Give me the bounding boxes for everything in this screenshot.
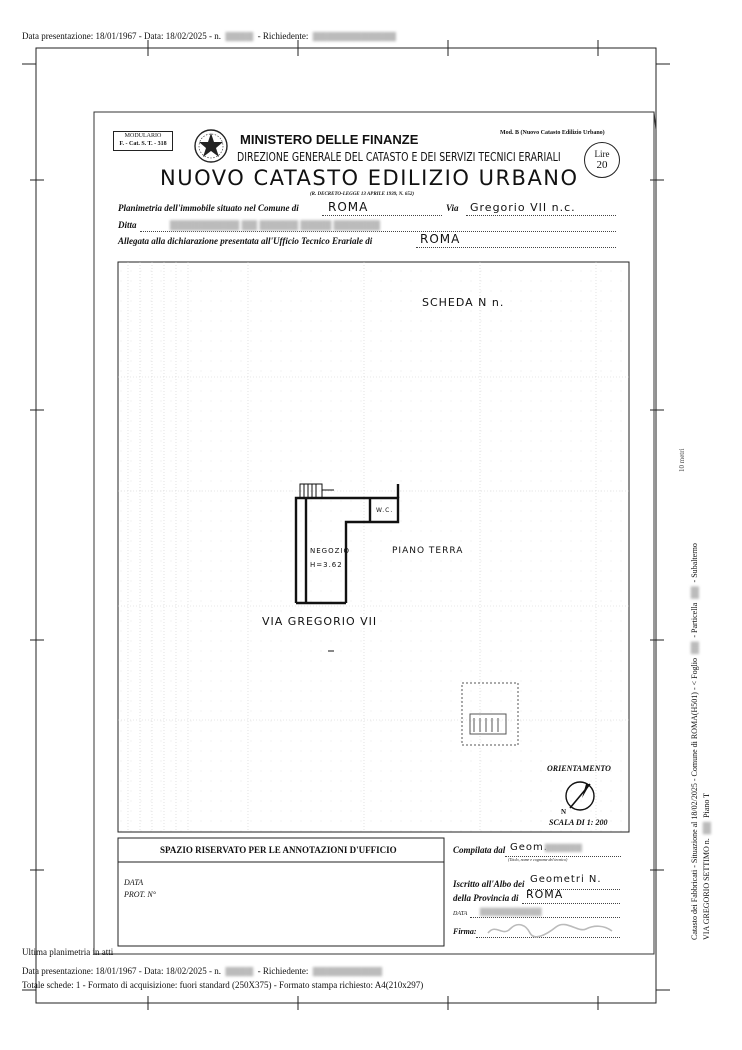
allegata-line <box>416 246 616 248</box>
bottom-redacted-richiedente: ▇▇▇▇▇▇▇▇▇▇ <box>310 966 383 976</box>
piano-label: PIANO TERRA <box>392 546 464 556</box>
firma-label: Firma: <box>453 927 477 936</box>
allegata-label: Allegata alla dichiarazione presentata a… <box>118 236 373 246</box>
lire-value: 20 <box>596 159 608 171</box>
top-richiedente: - Richiedente: <box>257 31 309 41</box>
office-data-label: DATA <box>124 878 144 887</box>
side-particella-redacted: ▇▇ <box>690 584 699 601</box>
ditta-line <box>140 230 616 232</box>
side-metri: 10 metri <box>678 448 686 472</box>
via-label: Via <box>446 203 459 213</box>
north-arrow-icon <box>565 781 595 811</box>
top-redacted-richiedente: ▇▇▇▇▇▇▇▇▇▇▇▇ <box>310 31 396 41</box>
side-catasto: Catasto dei Fabbricati - Situazione al 1… <box>690 657 699 940</box>
compilata-value: Geom. <box>510 842 548 853</box>
scala-label: SCALA DI 1: 200 <box>549 818 608 827</box>
compilata-subnote: (Titolo, nome e cognome del tecnico) <box>508 857 568 862</box>
lire-stamp: Lire 20 <box>584 142 620 178</box>
planimetria-label: Planimetria dell'immobile situato nel Co… <box>118 203 299 213</box>
modulario-code: F. - Cat. S. T. - 318 <box>119 141 167 147</box>
bottom-redacted-number: ▇▇▇▇ <box>223 966 256 976</box>
ministry-name: MINISTERO DELLE FINANZE <box>240 132 419 147</box>
scheda-label: SCHEDA N n. <box>422 296 505 309</box>
side-particella: - Particella <box>690 602 699 638</box>
comune-line <box>322 214 442 216</box>
bottom-presentazione: Data presentazione: 18/01/1967 - Data: 1… <box>22 966 221 976</box>
street-label: VIA GREGORIO VII <box>262 615 378 628</box>
compilata-line <box>505 855 621 857</box>
via-value: Gregorio VII n.c. <box>470 201 576 214</box>
lire-label: Lire <box>594 149 610 159</box>
iscritto-value: Geometri N. <box>530 874 602 885</box>
bottom-line-presentazione: Data presentazione: 18/01/1967 - Data: 1… <box>22 966 382 977</box>
top-presentazione: Data presentazione: 18/01/1967 - Data: 1… <box>22 31 221 41</box>
decree-note: (R. DECRETO-LEGGE 13 APRILE 1939, N. 652… <box>310 192 415 197</box>
top-redacted-number: ▇▇▇▇ <box>223 31 256 41</box>
ultima-planimetria: Ultima planimetria in atti <box>22 947 113 957</box>
via-line <box>466 214 616 216</box>
side-piano: Piano T <box>702 792 711 818</box>
top-header-line: Data presentazione: 18/01/1967 - Data: 1… <box>22 31 396 42</box>
iscritto-label: Iscritto all'Albo dei <box>453 879 525 889</box>
office-data2-label: DATA <box>453 911 468 917</box>
bottom-richiedente: - Richiedente: <box>257 966 309 976</box>
data2-redacted: ▇▇▇▇▇▇▇▇▇▇ <box>480 907 542 916</box>
side-line-1: Catasto dei Fabbricati - Situazione al 1… <box>690 543 699 940</box>
form-title: NUOVO CATASTO EDILIZIO URBANO <box>160 166 579 190</box>
wc-label: W.C. <box>376 507 394 514</box>
bottom-totale-schede: Totale schede: 1 - Formato di acquisizio… <box>22 980 424 990</box>
state-emblem-icon <box>194 129 228 163</box>
spazio-heading: SPAZIO RISERVATO PER LE ANNOTAZIONI D'UF… <box>160 845 397 855</box>
north-label: N <box>561 808 567 816</box>
side-subalterno: - Subalterno <box>690 543 699 583</box>
office-prot-label: PROT. N° <box>124 890 156 899</box>
provincia-line <box>522 902 620 904</box>
negozio-label: NEGOZIO <box>310 547 350 555</box>
comune-value: ROMA <box>328 200 369 214</box>
data2-line <box>470 916 620 918</box>
side-foglio-redacted: ▇▇ <box>690 639 699 656</box>
side-via-redacted: ▇▇ <box>702 819 711 837</box>
side-line-2: VIA GREGORIO SETTIMO n. ▇▇ Piano T <box>702 793 711 940</box>
provincia-value: ROMA <box>526 888 564 901</box>
mod-b-label: Mod. B (Nuovo Catasto Edilizio Urbano) <box>500 130 605 136</box>
allegata-value: ROMA <box>420 232 461 246</box>
modulario-title: MODULARIO <box>124 133 162 139</box>
ultima-label: Ultima planimetria in atti <box>22 947 114 957</box>
compilata-label: Compilata dal <box>453 845 506 855</box>
signature-scribble <box>487 923 613 938</box>
firma-line <box>476 936 620 938</box>
ditta-redacted: ▇▇▇▇▇▇▇▇▇ ▇▇ ▇▇▇▇▇ ▇▇▇▇ ▇▇▇▇▇▇ <box>170 220 380 231</box>
compilata-redacted: ▇▇▇▇▇▇ <box>545 843 582 852</box>
orientamento-label: ORIENTAMENTO <box>547 764 611 773</box>
iscritto-line <box>528 888 620 890</box>
side-via: VIA GREGORIO SETTIMO n. <box>702 838 711 940</box>
ditta-label: Ditta <box>118 220 137 230</box>
provincia-label: della Provincia di <box>453 893 519 903</box>
modulario-box: MODULARIO F. - Cat. S. T. - 318 <box>113 131 173 151</box>
direction-name: DIREZIONE GENERALE DEL CATASTO E DEI SER… <box>237 150 561 164</box>
height-label: H=3.62 <box>310 561 343 569</box>
